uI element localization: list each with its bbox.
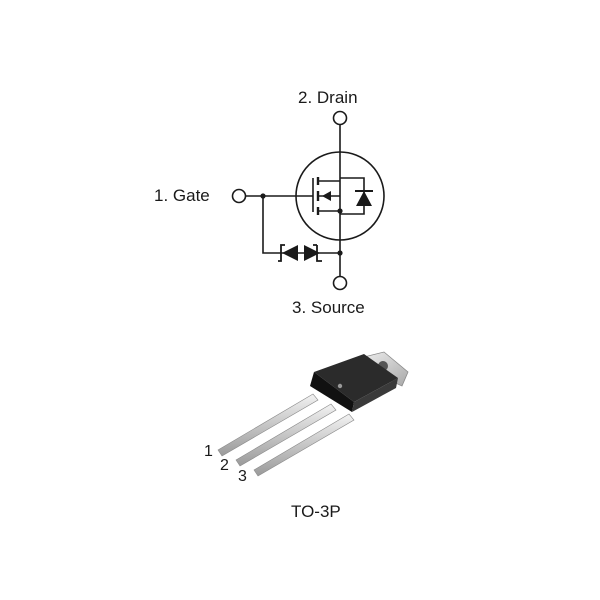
drain-terminal (332, 110, 348, 126)
mosfet-schematic: 2. Drain 1. Gate 3. Source (154, 88, 385, 317)
package-body-side (352, 378, 398, 412)
package-body-front (310, 372, 354, 412)
gate-label: 1. Gate (154, 186, 210, 205)
channel-arrow-icon (322, 191, 331, 201)
gate-wire (246, 178, 314, 212)
body-diode-icon (356, 191, 372, 206)
zener-diode-pair-icon (278, 244, 322, 262)
zener-wire (262, 196, 340, 254)
body-diode-wire (340, 177, 365, 215)
to3p-package-drawing: 1 2 3 TO-3P (204, 351, 409, 521)
package-name: TO-3P (291, 502, 341, 521)
package-leads (217, 393, 355, 477)
pin1-dot (337, 383, 343, 389)
source-junction-dot (337, 208, 343, 214)
pin-2-label: 2 (220, 457, 229, 474)
package-body-top (314, 354, 398, 402)
pin-3-label: 3 (238, 468, 247, 485)
source-label: 3. Source (292, 298, 365, 317)
drain-label: 2. Drain (298, 88, 358, 107)
source-terminal (332, 275, 348, 291)
pin-1-label: 1 (204, 443, 213, 460)
zener-junction-dot (337, 250, 343, 256)
gate-terminal (231, 188, 247, 204)
